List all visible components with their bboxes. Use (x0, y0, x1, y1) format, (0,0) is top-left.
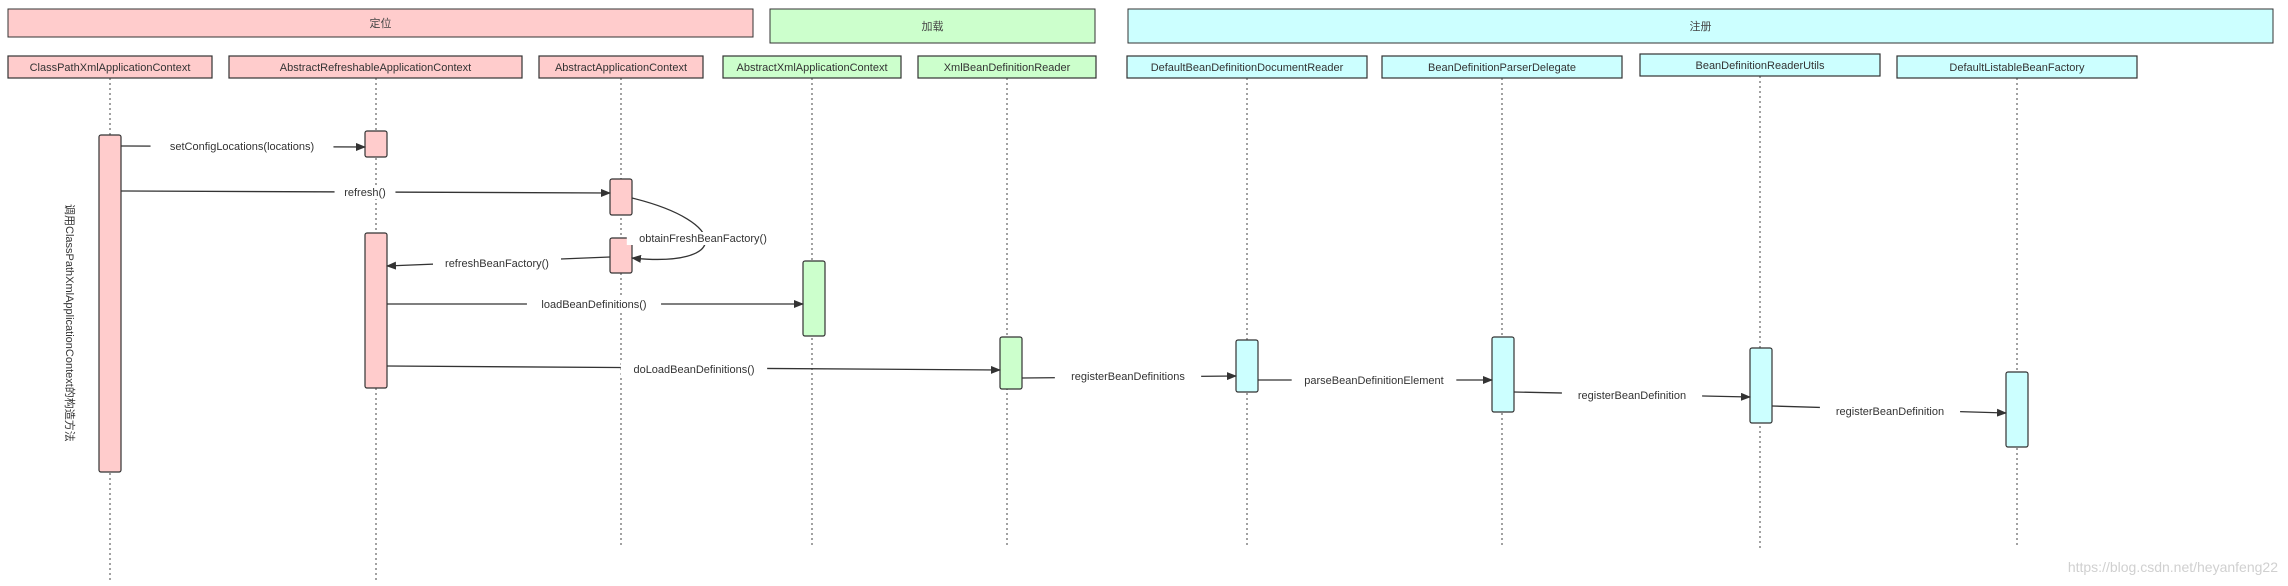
participant-label-abstract-refreshable-application-context: AbstractRefreshableApplicationContext (280, 62, 471, 74)
message-label-set-config-locationslocations: setConfigLocations(locations) (170, 141, 314, 153)
participant-label-bean-definition-parser-delegate: BeanDefinitionParserDelegate (1428, 62, 1576, 74)
g-locate-title: 定位 (370, 16, 392, 30)
g-load-box (769, 8, 1096, 44)
message-label-bg (150, 140, 334, 153)
message-label-bg (1561, 389, 1703, 402)
g-register-title: 注册 (1690, 19, 1712, 33)
participant-bean-definition-parser-delegate (1381, 55, 1623, 79)
message-label-register-bean-definitions: registerBeanDefinitions (1071, 371, 1185, 383)
activation-bar (98, 134, 122, 473)
message-label-bg (626, 232, 780, 245)
participant-class-path-xml-application-context (7, 55, 213, 79)
message-label-parse-bean-definition-element: parseBeanDefinitionElement (1304, 375, 1443, 387)
message-label-bg (1819, 405, 1961, 418)
message-label-bg (620, 363, 768, 376)
participant-abstract-refreshable-application-context (228, 55, 523, 79)
activation-bar (999, 336, 1023, 390)
message-label-bg (526, 298, 662, 311)
message-label-obtain-fresh-bean-factory: obtainFreshBeanFactory() (639, 233, 767, 245)
participant-label-class-path-xml-application-context: ClassPathXmlApplicationContext (30, 62, 191, 74)
participant-label-abstract-application-context: AbstractApplicationContext (555, 62, 687, 74)
participant-label-bean-definition-reader-utils: BeanDefinitionReaderUtils (1695, 60, 1825, 72)
activation-bar (1235, 339, 1259, 393)
participant-abstract-xml-application-context (722, 55, 902, 79)
message-label-load-bean-definitions: loadBeanDefinitions() (541, 299, 646, 311)
participants: ClassPathXmlApplicationContext AbstractRe… (7, 53, 2138, 79)
message-label-refresh-bean-factory: refreshBeanFactory() (445, 258, 549, 270)
activation-bar (1749, 347, 1773, 424)
activation-bar (2005, 371, 2029, 448)
participant-label-abstract-xml-application-context: AbstractXmlApplicationContext (736, 62, 887, 74)
g-register-box (1127, 8, 2274, 44)
participant-xml-bean-definition-reader (917, 55, 1097, 79)
message-label-register-bean-definition: registerBeanDefinition (1836, 406, 1944, 418)
g-locate-box (7, 8, 754, 38)
message-label-bg (1054, 370, 1202, 383)
participant-bean-definition-reader-utils (1639, 53, 1881, 77)
lifelines (109, 76, 2018, 582)
watermark: https://blog.csdn.net/heyanfeng22 (2068, 559, 2278, 575)
message-label-bg (334, 186, 396, 199)
participant-default-bean-definition-document-reader (1126, 55, 1368, 79)
activation-bar (364, 232, 388, 389)
message-label-register-bean-definition: registerBeanDefinition (1578, 390, 1686, 402)
message-label-bg (433, 257, 561, 270)
message-label-refresh: refresh() (344, 187, 386, 199)
activation-bar (609, 178, 633, 216)
group-headers: 定位 加载 注册 (7, 8, 2274, 44)
participant-default-listable-bean-factory (1896, 55, 2138, 79)
activation-bar (802, 260, 826, 337)
activation-bars (98, 130, 2029, 473)
participant-label-default-listable-bean-factory: DefaultListableBeanFactory (1949, 62, 2085, 74)
activation-bar (364, 130, 388, 158)
message-label-bg (1291, 374, 1457, 387)
messages: setConfigLocations(locations) refresh() ob… (120, 140, 2007, 418)
message-arrow-obtain-fresh-bean-factory (631, 197, 707, 263)
constructor-note: 调用ClassPathXmlApplicationContext的构造方法 (63, 204, 77, 442)
participant-label-xml-bean-definition-reader: XmlBeanDefinitionReader (944, 62, 1071, 74)
participant-label-default-bean-definition-document-reader: DefaultBeanDefinitionDocumentReader (1151, 62, 1344, 74)
message-label-do-load-bean-definitions: doLoadBeanDefinitions() (633, 364, 754, 376)
g-load-title: 加载 (922, 20, 944, 33)
activation-bar (1491, 336, 1515, 413)
participant-abstract-application-context (538, 55, 704, 79)
